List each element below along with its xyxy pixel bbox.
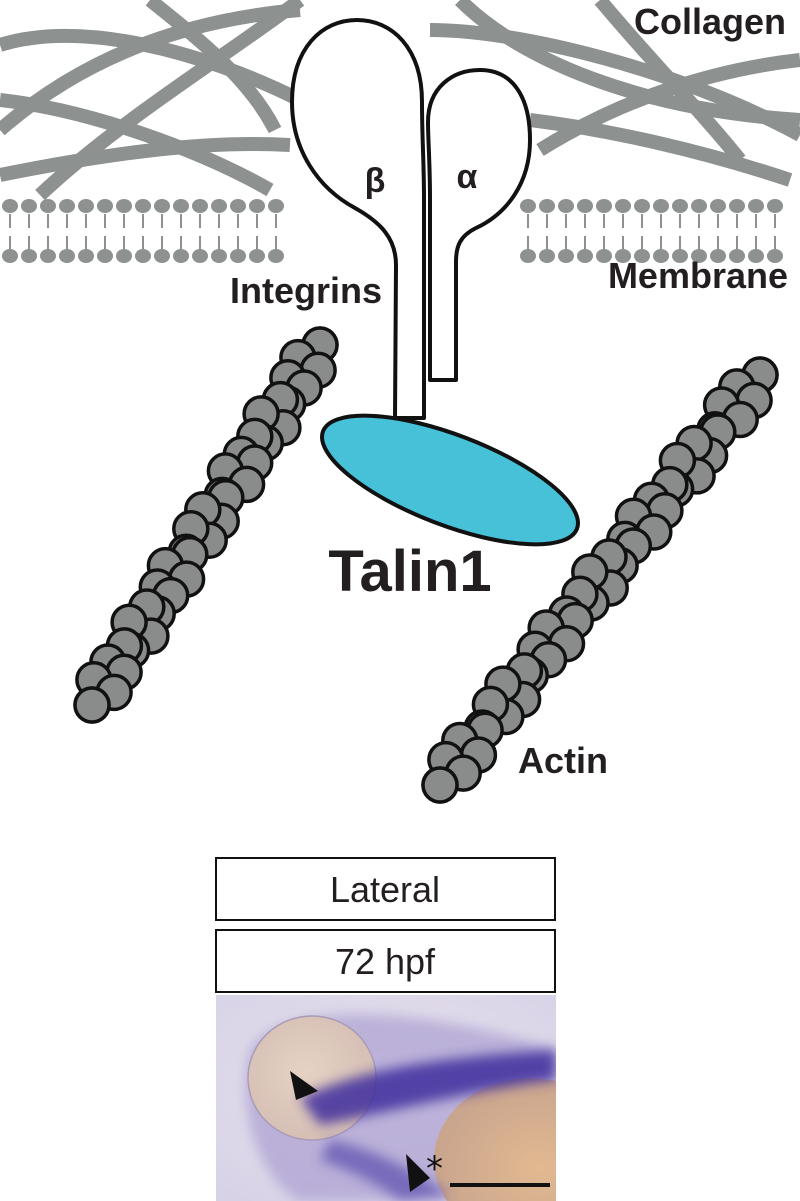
lipid-head bbox=[729, 249, 745, 263]
lipid-head bbox=[192, 249, 208, 263]
lipid-head bbox=[173, 249, 189, 263]
beta-subunit-label: β bbox=[365, 162, 386, 200]
lipid-head bbox=[653, 199, 669, 213]
lipid-head bbox=[520, 199, 536, 213]
collagen-label: Collagen bbox=[634, 1, 786, 42]
talin-protein bbox=[320, 413, 580, 547]
lipid-head bbox=[135, 249, 151, 263]
arrowhead-eye bbox=[290, 1071, 318, 1100]
talin-label: Talin1 bbox=[328, 539, 491, 604]
lipid-bilayer bbox=[2, 199, 783, 263]
lipid-head bbox=[97, 249, 113, 263]
lipid-head bbox=[21, 249, 37, 263]
actin-monomer bbox=[421, 766, 459, 804]
lipid-head bbox=[97, 199, 113, 213]
lipid-head bbox=[230, 249, 246, 263]
lipid-head bbox=[596, 249, 612, 263]
asterisk-marker: * bbox=[426, 1149, 443, 1189]
integrins-label: Integrins bbox=[230, 270, 382, 311]
lipid-head bbox=[615, 249, 631, 263]
lipid-head bbox=[748, 249, 764, 263]
membrane-label: Membrane bbox=[608, 255, 788, 296]
lipid-head bbox=[2, 249, 18, 263]
lipid-head bbox=[268, 199, 284, 213]
lipid-head bbox=[634, 199, 650, 213]
lipid-head bbox=[2, 199, 18, 213]
lipid-head bbox=[78, 249, 94, 263]
lipid-head bbox=[78, 199, 94, 213]
integrin-alpha-subunit bbox=[426, 68, 532, 382]
lipid-head bbox=[192, 199, 208, 213]
actin-monomer bbox=[73, 686, 111, 724]
lipid-head bbox=[21, 199, 37, 213]
lipid-head bbox=[59, 249, 75, 263]
stage-box: 72 hpf bbox=[215, 929, 556, 993]
lipid-head bbox=[672, 199, 688, 213]
lipid-head bbox=[135, 199, 151, 213]
lipid-head bbox=[154, 199, 170, 213]
lipid-head bbox=[116, 249, 132, 263]
lipid-head bbox=[710, 199, 726, 213]
lipid-head bbox=[767, 199, 783, 213]
view-label: Lateral bbox=[330, 869, 440, 910]
lipid-head bbox=[691, 199, 707, 213]
lipid-head bbox=[634, 249, 650, 263]
actin-filaments bbox=[73, 326, 779, 804]
alpha-subunit-label: α bbox=[457, 158, 478, 196]
stage-label: 72 hpf bbox=[335, 941, 436, 982]
lipid-head bbox=[691, 249, 707, 263]
lipid-head bbox=[577, 249, 593, 263]
lipid-head bbox=[539, 199, 555, 213]
lipid-head bbox=[558, 199, 574, 213]
arrowhead-ventral bbox=[406, 1154, 430, 1192]
lipid-head bbox=[211, 199, 227, 213]
lipid-head bbox=[577, 199, 593, 213]
lipid-head bbox=[154, 249, 170, 263]
lipid-head bbox=[653, 249, 669, 263]
lipid-head bbox=[767, 249, 783, 263]
integrin-beta-subunit bbox=[290, 18, 426, 420]
lipid-head bbox=[59, 199, 75, 213]
actin-label: Actin bbox=[518, 740, 608, 781]
lipid-head bbox=[116, 199, 132, 213]
lipid-head bbox=[211, 249, 227, 263]
lipid-head bbox=[249, 199, 265, 213]
view-box: Lateral bbox=[215, 857, 556, 921]
lipid-head bbox=[40, 199, 56, 213]
yolk bbox=[434, 1078, 556, 1201]
lipid-head bbox=[173, 199, 189, 213]
lipid-head bbox=[748, 199, 764, 213]
lipid-head bbox=[729, 199, 745, 213]
collagen-fibers bbox=[0, 0, 800, 201]
lipid-head bbox=[710, 249, 726, 263]
lipid-head bbox=[40, 249, 56, 263]
lipid-head bbox=[520, 249, 536, 263]
lipid-head bbox=[230, 199, 246, 213]
lipid-head bbox=[539, 249, 555, 263]
lipid-head bbox=[672, 249, 688, 263]
lipid-head bbox=[615, 199, 631, 213]
lipid-head bbox=[268, 249, 284, 263]
lipid-head bbox=[596, 199, 612, 213]
lipid-head bbox=[249, 249, 265, 263]
embryo-micrograph bbox=[216, 995, 556, 1201]
lipid-head bbox=[558, 249, 574, 263]
